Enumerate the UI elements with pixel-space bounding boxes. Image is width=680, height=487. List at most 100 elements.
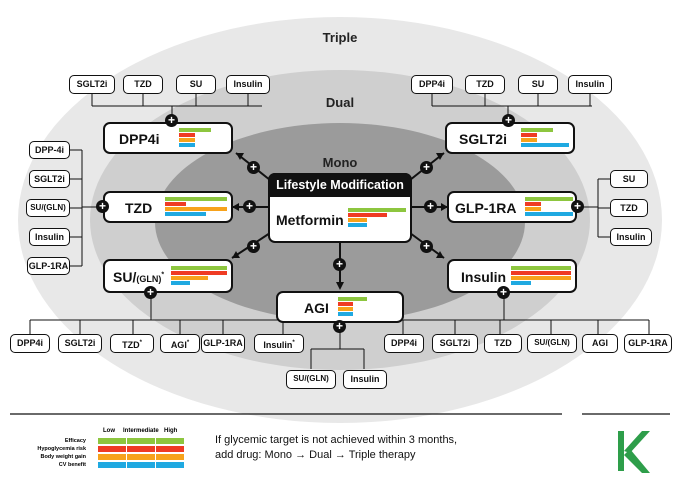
sglt2i-sub-dpp4i[interactable]: DPP4i <box>411 75 453 94</box>
kda-logo-icon <box>618 431 650 473</box>
glp1ra-label: GLP-1RA <box>455 200 517 216</box>
center-plus-glp1ra-icon: + <box>424 200 437 213</box>
insulin-sub-agi[interactable]: AGI <box>582 334 618 353</box>
note-line2: add drug: Mono → Dual → Triple therapy <box>215 449 416 461</box>
insulin-node[interactable]: Insulin <box>447 259 577 293</box>
agi-label: AGI <box>304 300 329 316</box>
dpp4i-plus-icon: + <box>165 114 178 127</box>
glp1ra-sub-insulin[interactable]: Insulin <box>610 228 652 246</box>
dpp4i-sub-tzd[interactable]: TZD <box>123 75 163 94</box>
legend-cell <box>156 462 184 468</box>
sglt2i-bars <box>521 128 569 148</box>
rating-bar <box>525 207 541 211</box>
rating-bar <box>171 266 227 270</box>
legend-cell <box>156 446 184 452</box>
tzd-sub-glp1ra[interactable]: GLP-1RA <box>27 257 70 275</box>
rating-bar <box>165 202 186 206</box>
rating-bar <box>521 128 553 132</box>
insulin-sub-glp1ra[interactable]: GLP-1RA <box>624 334 672 353</box>
rating-bar <box>521 143 569 147</box>
center-plus-sglt2i-icon: + <box>420 161 433 174</box>
center-plus-insulin-icon: + <box>420 240 433 253</box>
rating-bar <box>511 276 571 280</box>
agi-bars <box>338 297 382 317</box>
rating-bar <box>165 212 207 216</box>
rating-bar <box>171 281 190 285</box>
su-sub-agi[interactable]: AGI* <box>160 334 200 353</box>
insulin-sub-tzd[interactable]: TZD <box>484 334 522 353</box>
rating-bar <box>338 297 368 301</box>
lifestyle-title: Lifestyle Modification <box>268 173 412 197</box>
legend-cell <box>127 454 155 460</box>
rating-bar <box>171 271 227 275</box>
su-label: SU/(GLN)* <box>113 269 165 285</box>
rating-bar <box>521 138 537 142</box>
rating-bar <box>511 271 571 275</box>
tzd-sub-insulin[interactable]: Insulin <box>29 228 70 246</box>
insulin-label: Insulin <box>461 269 507 285</box>
glp1ra-sub-su[interactable]: SU <box>610 170 648 188</box>
tzd-bars <box>165 197 227 217</box>
dpp4i-sub-su[interactable]: SU <box>176 75 216 94</box>
agi-plus-icon: + <box>333 320 346 333</box>
legend-high: High <box>164 428 178 434</box>
legend: Low Intermediate High Efficacy Hypoglyce… <box>37 428 190 478</box>
rating-bar <box>165 207 227 211</box>
note-line1: If glycemic target is not achieved withi… <box>215 434 458 446</box>
legend-cell <box>156 454 184 460</box>
su-plus-icon: + <box>144 286 157 299</box>
legend-cell <box>127 462 155 468</box>
glp1ra-sub-tzd[interactable]: TZD <box>610 199 648 217</box>
legend-cell <box>98 446 126 452</box>
rating-bar <box>348 213 387 217</box>
tzd-sub-su[interactable]: SU/(GLN) <box>26 199 70 217</box>
note: If glycemic target is not achieved withi… <box>215 433 457 463</box>
insulin-sub-dpp4i[interactable]: DPP4i <box>384 334 424 353</box>
rating-bar <box>179 143 195 147</box>
su-sub-dpp4i[interactable]: DPP4i <box>10 334 50 353</box>
tzd-node[interactable]: TZD <box>103 191 233 223</box>
rating-bar <box>338 307 353 311</box>
su-sub-insulin[interactable]: Insulin* <box>254 334 304 353</box>
glp1ra-plus-icon: + <box>571 200 584 213</box>
su-sub-sglt2i[interactable]: SGLT2i <box>58 334 102 353</box>
sglt2i-sub-su[interactable]: SU <box>518 75 558 94</box>
insulin-sub-sglt2i[interactable]: SGLT2i <box>432 334 478 353</box>
su-node[interactable]: SU/(GLN)* <box>103 259 233 293</box>
dpp4i-label: DPP4i <box>119 131 160 147</box>
insulin-bars <box>511 266 571 286</box>
arrow-heads <box>232 153 448 290</box>
rating-bar <box>511 266 571 270</box>
rating-bar <box>179 133 195 137</box>
sglt2i-node[interactable]: SGLT2i <box>445 122 575 154</box>
mono-label: Mono <box>322 155 358 170</box>
center-plus-tzd-icon: + <box>243 200 256 213</box>
rating-bar <box>338 302 353 306</box>
rating-bar <box>179 138 195 142</box>
tzd-sub-dpp4i[interactable]: DPP-4i <box>29 141 70 159</box>
sglt2i-sub-tzd[interactable]: TZD <box>465 75 505 94</box>
tzd-sub-sglt2i[interactable]: SGLT2i <box>29 170 70 188</box>
tzd-plus-icon: + <box>96 200 109 213</box>
rating-bar <box>511 281 531 285</box>
agi-sub-su[interactable]: SU/(GLN) <box>286 370 336 389</box>
insulin-sub-su[interactable]: SU/(GLN) <box>527 334 577 353</box>
rating-bar <box>179 128 211 132</box>
agi-sub-insulin[interactable]: Insulin <box>343 370 387 389</box>
su-sub-tzd[interactable]: TZD* <box>110 334 154 353</box>
center-box: Lifestyle Modification Metformin <box>268 173 412 243</box>
legend-low: Low <box>103 428 115 434</box>
dpp4i-sub-insulin[interactable]: Insulin <box>226 75 270 94</box>
tzd-label: TZD <box>125 200 153 216</box>
sglt2i-sub-insulin[interactable]: Insulin <box>568 75 612 94</box>
legend-efficacy: Efficacy <box>64 438 86 444</box>
dpp4i-sub-sglt2i[interactable]: SGLT2i <box>69 75 115 94</box>
center-plus-agi-icon: + <box>333 258 346 271</box>
glp1ra-bars <box>525 197 573 217</box>
legend-intermediate: Intermediate <box>123 428 159 434</box>
su-sub-glp1ra[interactable]: GLP-1RA <box>201 334 245 353</box>
legend-cell <box>127 438 155 444</box>
legend-cell <box>127 446 155 452</box>
glp1ra-node[interactable]: GLP-1RA <box>447 191 577 223</box>
rating-bar <box>338 312 353 316</box>
